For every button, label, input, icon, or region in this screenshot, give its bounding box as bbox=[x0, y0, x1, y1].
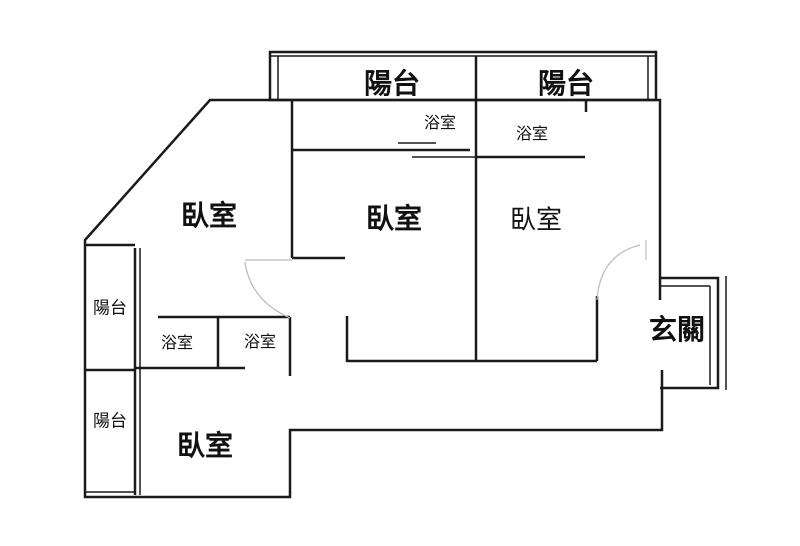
label-bedroom-center: 臥室 bbox=[365, 202, 423, 235]
label-balcony-top-left: 陽台 bbox=[363, 67, 421, 100]
label-balcony-left-upper: 陽台 bbox=[93, 298, 127, 319]
door-swing bbox=[596, 240, 647, 301]
label-entrance: 玄關 bbox=[648, 313, 706, 346]
label-balcony-left-lower: 陽台 bbox=[93, 411, 127, 432]
top-balcony-outline bbox=[268, 50, 658, 102]
label-bath-left-b: 浴室 bbox=[243, 332, 277, 351]
label-balcony-top-right: 陽台 bbox=[537, 67, 595, 100]
door-swing bbox=[244, 259, 292, 319]
label-bath-top-left: 浴室 bbox=[423, 113, 457, 132]
outer-wall bbox=[83, 98, 664, 499]
label-bedroom-upper-left: 臥室 bbox=[180, 199, 238, 232]
entrance-alcove bbox=[660, 276, 720, 390]
label-bedroom-right: 臥室 bbox=[509, 205, 563, 236]
label-bath-left-a: 浴室 bbox=[160, 333, 194, 352]
label-bath-top-right: 浴室 bbox=[515, 124, 549, 143]
label-bedroom-lower-left: 臥室 bbox=[176, 429, 234, 462]
